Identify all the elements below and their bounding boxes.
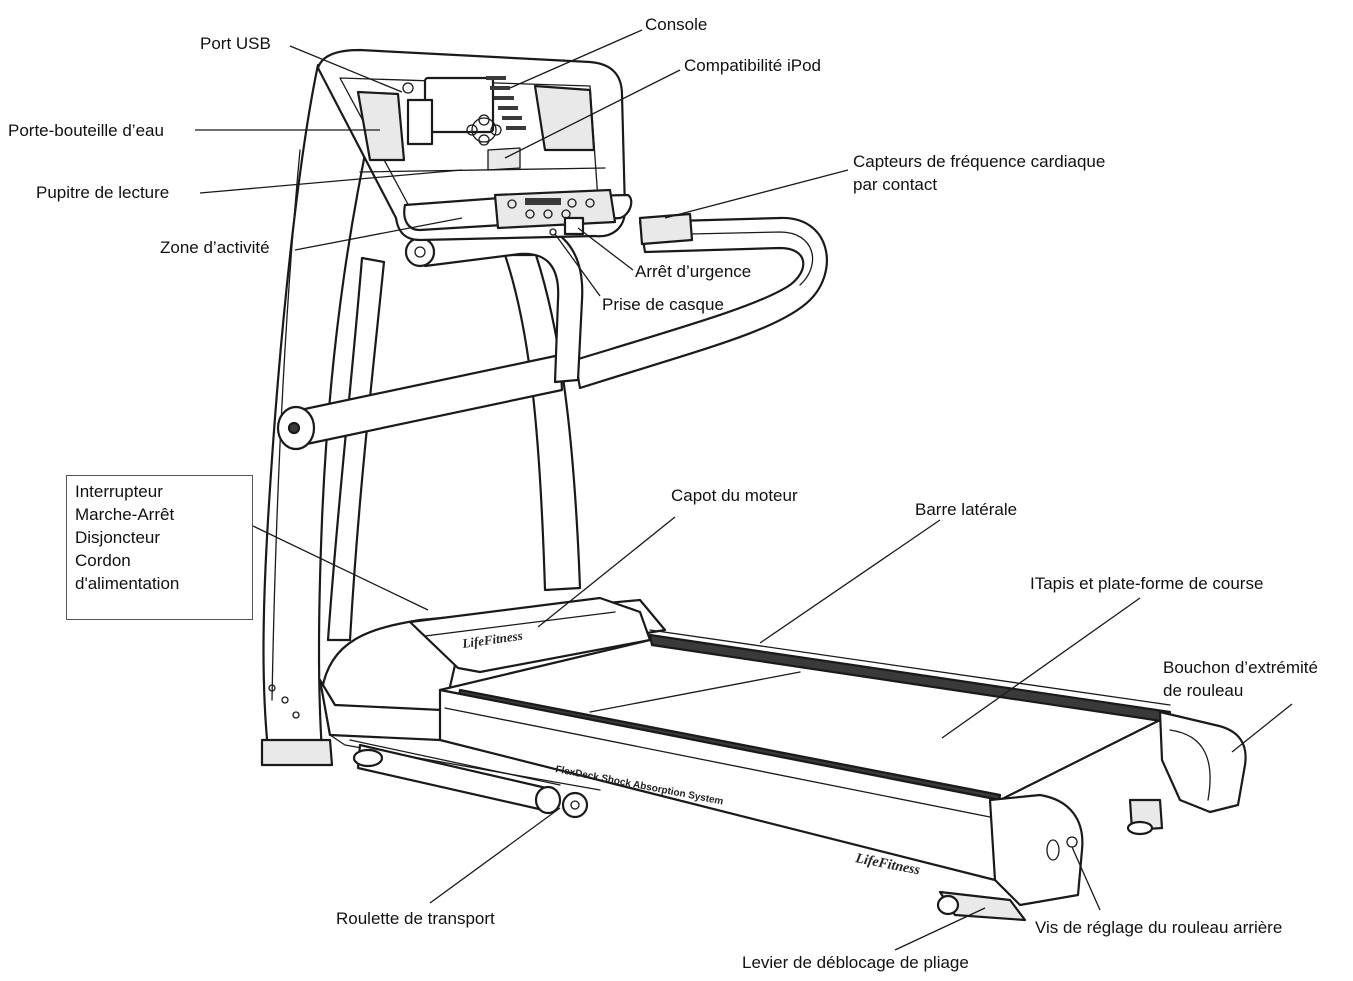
console-head <box>316 48 633 242</box>
cross-bar <box>276 353 564 451</box>
base-frame: LifeFitness <box>318 596 667 791</box>
leader-zone <box>294 217 463 251</box>
leader-port-usb <box>289 45 403 93</box>
label-bouchon-line2: de rouleau <box>1163 681 1244 700</box>
right-handrail <box>573 212 828 390</box>
console-keypad <box>466 114 502 146</box>
label-barre-laterale: Barre latérale <box>915 500 1018 519</box>
leader-casque <box>554 233 601 297</box>
running-deck: FlexDeck Shock Absorption System LifeFit… <box>352 629 1247 922</box>
leader-interrupteur <box>252 525 429 611</box>
label-vis-reglage: Vis de réglage du rouleau arrière <box>1035 918 1283 937</box>
label-box-interrupteur: Interrupteur Marche-Arrêt Disjoncteur Co… <box>66 475 253 620</box>
left-handrail <box>404 223 584 384</box>
label-pupitre: Pupitre de lecture <box>36 183 170 202</box>
label-levier: Levier de déblocage de pliage <box>742 953 969 972</box>
leader-pupitre <box>199 169 463 194</box>
inner-upright <box>326 253 582 642</box>
label-interrupteur-1: Interrupteur <box>75 482 163 501</box>
label-zone-activite: Zone d’activité <box>160 238 270 257</box>
activity-zone-buttons <box>507 198 595 219</box>
label-bouchon: Bouchon d’extrémité de rouleau <box>1163 656 1318 702</box>
label-capteurs-line1: Capteurs de fréquence cardiaque <box>853 152 1106 171</box>
label-prise-casque: Prise de casque <box>602 295 724 314</box>
label-tapis: ITapis et plate-forme de course <box>1030 574 1264 593</box>
label-port-usb: Port USB <box>200 34 271 53</box>
label-bouchon-line1: Bouchon d’extrémité <box>1163 658 1318 677</box>
label-porte-bouteille: Porte-bouteille d’eau <box>8 121 164 140</box>
leader-console <box>509 29 643 89</box>
label-interrupteur-3: Disjoncteur <box>75 528 161 547</box>
leader-roulette <box>429 807 561 904</box>
label-interrupteur-2: Marche-Arrêt <box>75 505 175 524</box>
label-roulette: Roulette de transport <box>336 909 495 928</box>
label-interrupteur-4: Cordon <box>75 551 131 570</box>
label-console: Console <box>645 15 708 34</box>
label-capteurs-line2: par contact <box>853 175 938 194</box>
leader-bouchon <box>1231 703 1293 753</box>
label-interrupteur-5: d'alimentation <box>75 574 180 593</box>
leader-vis <box>1071 846 1101 911</box>
label-capteurs: Capteurs de fréquence cardiaque par cont… <box>853 150 1105 196</box>
leader-lines <box>195 29 1293 951</box>
label-capot-moteur: Capot du moteur <box>671 486 798 505</box>
leader-capteurs <box>664 169 849 219</box>
console-led-column <box>486 76 526 130</box>
leader-barre <box>759 519 941 644</box>
leader-arret <box>577 227 634 271</box>
label-arret-urgence: Arrêt d’urgence <box>635 262 752 281</box>
label-compatibilite-ipod: Compatibilité iPod <box>684 56 822 75</box>
leader-levier <box>894 907 986 951</box>
leader-capot <box>537 516 676 628</box>
leader-tapis <box>941 597 1141 739</box>
leader-ipod <box>504 69 681 159</box>
